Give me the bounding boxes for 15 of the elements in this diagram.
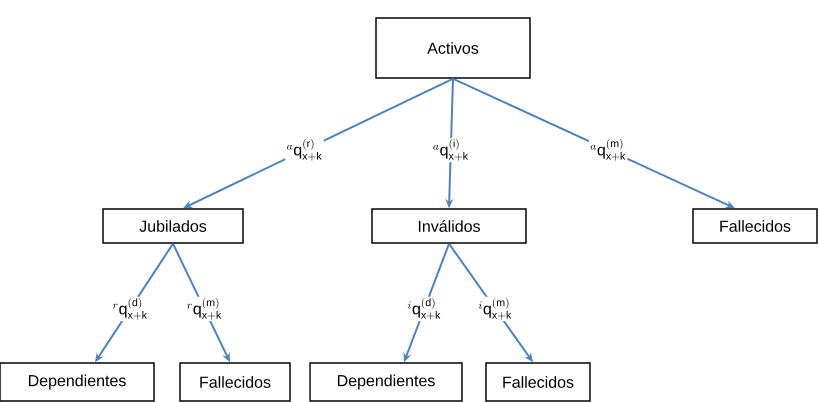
state-box: Jubilados [102,208,244,244]
state-box: Dependientes [0,362,155,402]
edge-label: ${}^{a}\mathrm{q}^{(\mathrm{i})}_{\mathrm{x+k}}$ [432,138,470,162]
edge-label: ${}^{i}\mathrm{q}^{(\mathrm{d})}_{\mathrm{x+k}}$ [406,296,442,322]
state-box: Inválidos [371,208,527,244]
edge-label: ${}^{r}\mathrm{q}^{(\mathrm{d})}_{\mathrm{x+k}}$ [111,296,149,322]
state-box: Fallecidos [179,362,291,402]
state-box: Dependientes [309,362,463,402]
edge-label: ${}^{a}\mathrm{q}^{(\mathrm{m})}_{\mathrm{x+k}}$ [588,138,628,162]
state-box: Fallecidos [692,208,818,244]
state-box: Activos [375,17,531,79]
state-box: Fallecidos [485,362,591,402]
edge-label: ${}^{i}\mathrm{q}^{(\mathrm{m})}_{\mathrm{x+k}}$ [477,296,514,322]
edge-label: ${}^{r}\mathrm{q}^{(\mathrm{m})}_{\mathrm{x+k}}$ [185,296,224,322]
edge-label: ${}^{a}\mathrm{q}^{(\mathrm{r})}_{\mathrm{x+k}}$ [285,138,324,162]
